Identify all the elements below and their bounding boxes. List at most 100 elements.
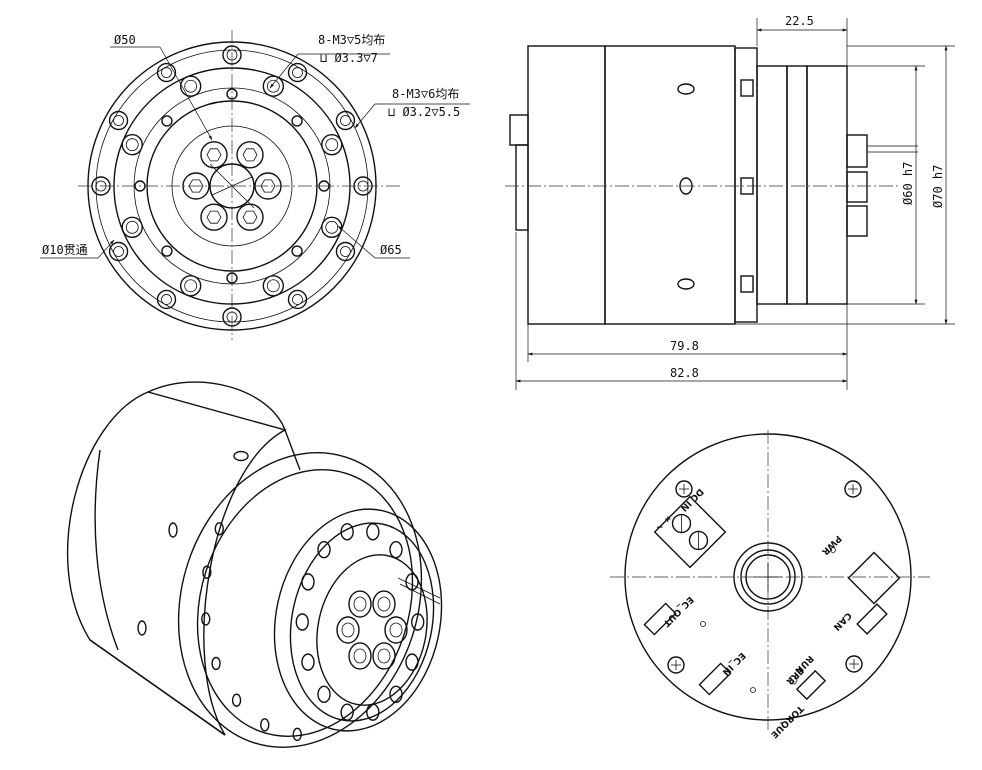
iso-bolt-head-3 bbox=[348, 642, 372, 670]
side-connector-body bbox=[515, 144, 529, 231]
mid-mount-hole-6 bbox=[179, 75, 202, 97]
outer-mount-hole-9 bbox=[156, 62, 177, 83]
iso-bolt-socket-2 bbox=[377, 648, 391, 664]
iso-bolt-socket-4 bbox=[341, 622, 355, 638]
iso-flange-hole-12 bbox=[366, 523, 380, 541]
outer-mount-hole-core-5 bbox=[161, 294, 172, 305]
dim-79-8: 79.8 bbox=[670, 339, 699, 353]
back-view-pcb: DC IN + − PWR EC_OUT EC_IN CAN TORQUE ER… bbox=[610, 430, 930, 740]
ec-out-connector bbox=[643, 602, 677, 636]
pwr-led-pad bbox=[847, 551, 901, 605]
iso-flange-hole-4 bbox=[366, 703, 380, 721]
mid-mount-hole-core-5 bbox=[125, 138, 139, 152]
label-dia-65: Ø65 bbox=[380, 243, 402, 257]
housing-front-section bbox=[527, 45, 606, 325]
mid-mount-hole-3 bbox=[179, 275, 202, 297]
mid-mount-hole-core-3 bbox=[184, 279, 198, 293]
iso-bolt-head-5 bbox=[348, 590, 372, 618]
iso-pin-b bbox=[399, 583, 441, 605]
iso-bolt-socket-3 bbox=[353, 648, 367, 664]
shaft-connector-2 bbox=[846, 171, 868, 203]
mid-mount-hole-7 bbox=[262, 75, 285, 97]
leader-dia65 bbox=[337, 225, 376, 259]
iso-housing-hole-1 bbox=[233, 450, 249, 462]
iso-bolt-head-6 bbox=[372, 590, 396, 618]
iso-flange-hole-8 bbox=[295, 613, 309, 631]
output-flange-3 bbox=[806, 65, 848, 305]
label-can: CAN bbox=[831, 610, 853, 632]
iso-flange-hole-13 bbox=[389, 540, 403, 559]
mid-mount-hole-8 bbox=[321, 133, 343, 156]
iso-pin-a bbox=[397, 577, 441, 599]
outer-mount-hole-core-8 bbox=[113, 115, 124, 126]
iso-ring-hole-6 bbox=[202, 565, 212, 579]
label-torque: TORQUE bbox=[768, 703, 805, 740]
mid-mount-hole-core-1 bbox=[325, 220, 339, 234]
inner-thread-hole-2 bbox=[291, 245, 303, 257]
outer-mount-hole-2 bbox=[335, 241, 356, 262]
dc-in-housing bbox=[653, 495, 727, 569]
dc-in-pin-plus bbox=[671, 513, 692, 534]
label-pwr: PWR bbox=[819, 533, 843, 557]
label-dc-in-minus: − bbox=[656, 523, 664, 533]
outer-mount-hole-8 bbox=[108, 110, 129, 131]
label-counterbore-3-3: ⊔ Ø3.3▽7 bbox=[320, 51, 378, 65]
mid-mount-hole-core-8 bbox=[325, 138, 339, 152]
iso-bolt-head-4 bbox=[336, 616, 360, 644]
dim-70-h7: Ø70 h7 bbox=[931, 165, 945, 208]
back-screw-3 bbox=[667, 656, 685, 674]
outer-mount-hole-3 bbox=[287, 289, 308, 310]
iso-flange-hole-3 bbox=[389, 685, 403, 704]
iso-flange-hole-2 bbox=[405, 653, 419, 671]
outer-mount-hole-core-2 bbox=[340, 246, 351, 257]
mid-mount-hole-core-6 bbox=[184, 79, 198, 93]
housing-hole-top bbox=[677, 83, 695, 95]
back-screw-cross-4 bbox=[849, 659, 859, 669]
center-bolt-head-3 bbox=[236, 203, 264, 231]
isometric-view bbox=[67, 381, 443, 748]
label-ec-out: EC_OUT bbox=[660, 594, 695, 629]
center-bolt-hex-4 bbox=[206, 210, 222, 224]
outer-mount-hole-core-9 bbox=[161, 67, 172, 78]
iso-bolt-socket-1 bbox=[389, 622, 403, 638]
iso-bolt-socket-6 bbox=[377, 596, 391, 612]
housing-rear-section bbox=[604, 45, 736, 325]
mid-mount-hole-core-4 bbox=[125, 220, 139, 234]
center-bolt-hex-3 bbox=[242, 210, 258, 224]
iso-housing-hole-3 bbox=[137, 620, 147, 636]
err-run-led bbox=[788, 675, 798, 685]
center-bolt-hex-1 bbox=[242, 148, 258, 162]
label-thread-8-m3-6: 8-M3▽6均布 bbox=[392, 87, 459, 101]
label-through-10: Ø10贯通 bbox=[42, 243, 88, 257]
outer-mount-hole-core-6 bbox=[113, 246, 124, 257]
side-view: 22.5 Ø60 h7 Ø70 h7 79.8 82.8 bbox=[505, 14, 955, 390]
shaft-connector-3 bbox=[846, 205, 868, 237]
iso-ring-hole-3 bbox=[231, 693, 242, 707]
iso-housing-top-edge bbox=[147, 381, 286, 431]
mid-mount-hole-2 bbox=[262, 275, 285, 297]
center-bolt-hex-6 bbox=[206, 148, 222, 162]
back-screw-cross-1 bbox=[679, 484, 689, 494]
iso-flange-hole-6 bbox=[317, 685, 331, 704]
iso-flange-hole-5 bbox=[340, 703, 354, 721]
center-bore-outer bbox=[733, 542, 803, 612]
dc-in-pin-plus-slot bbox=[681, 515, 682, 533]
back-screw-cross-3 bbox=[671, 660, 681, 670]
mid-mount-hole-core-7 bbox=[266, 79, 280, 93]
output-flange-2 bbox=[786, 65, 808, 305]
iso-output-flange-inner bbox=[316, 554, 428, 706]
inner-thread-hole-8 bbox=[291, 115, 303, 127]
iso-bolt-head-2 bbox=[372, 642, 396, 670]
iso-ring-hole-7 bbox=[214, 522, 224, 536]
iso-flange-hole-9 bbox=[301, 573, 315, 591]
leader-thread5 bbox=[269, 53, 299, 89]
iso-flange-ring-inner bbox=[196, 469, 414, 737]
pwr-indicator-dot bbox=[830, 547, 836, 553]
outer-mount-hole-6 bbox=[108, 241, 129, 262]
iso-flange-hole-11 bbox=[340, 523, 354, 541]
housing-hole-bottom bbox=[677, 278, 695, 290]
iso-housing-hole-2 bbox=[168, 522, 178, 538]
torque-connector bbox=[795, 669, 827, 701]
